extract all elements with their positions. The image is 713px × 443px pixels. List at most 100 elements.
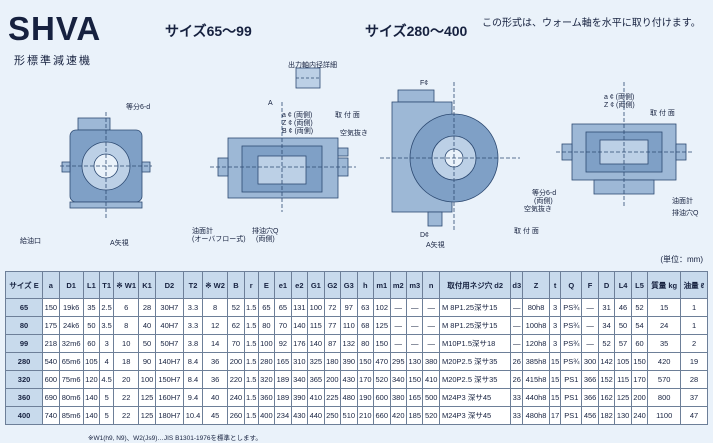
model-title: SHVA <box>8 10 102 47</box>
table-cell: 115 <box>614 370 632 389</box>
table-cell: PS¾ <box>560 298 583 317</box>
table-cell: 60 <box>630 334 649 353</box>
table-cell: 87 <box>323 334 342 353</box>
size-cell: 80 <box>4 316 44 335</box>
table-cell: 280 <box>257 352 276 371</box>
table-cell: 3.3 <box>182 298 204 317</box>
column-header: K1 <box>138 271 156 299</box>
column-header: ※ W2 <box>202 271 229 299</box>
table-cell: 690 <box>42 388 60 407</box>
table-cell: 1100 <box>647 406 682 425</box>
table-cell: 12 <box>202 316 229 335</box>
table-cell: 26 <box>510 370 524 389</box>
label-mount-face-3: 取 付 面 <box>650 110 675 117</box>
mounting-note: この形式は、ウォーム軸を水平に取り付けます。 <box>482 18 701 29</box>
table-cell: 10 <box>113 334 140 353</box>
table-cell: 120 <box>82 370 101 389</box>
table-cell: 35 <box>647 334 682 353</box>
label-drain-plug-2: 排油穴Q <box>672 210 699 217</box>
table-cell: 1.5 <box>243 370 259 389</box>
size-cell: 360 <box>4 388 44 407</box>
drawing-shaft-hole-detail <box>295 67 321 89</box>
drawing-small-front-view <box>210 102 356 212</box>
label-breather: 空気抜き <box>340 130 368 137</box>
table-cell: M20P2.5 深サ35 <box>438 370 512 389</box>
table-cell: 150 <box>356 352 375 371</box>
column-header: h <box>356 271 375 299</box>
drawing-small-side-view <box>60 112 152 218</box>
table-cell: 740 <box>42 406 60 425</box>
column-header: m1 <box>373 271 391 299</box>
table-cell: 35 <box>82 298 101 317</box>
table-cell: 420 <box>389 406 408 425</box>
column-header: G3 <box>340 271 358 299</box>
table-cell: 410 <box>422 370 440 389</box>
column-header: ※ W1 <box>113 271 140 299</box>
column-header: n <box>422 271 440 299</box>
table-cell: — <box>510 298 524 317</box>
table-cell: 105 <box>82 352 101 371</box>
table-cell: 1.5 <box>243 406 259 425</box>
table-cell: 600 <box>373 388 391 407</box>
table-cell: 1.5 <box>243 334 259 353</box>
table-cell: 6 <box>113 298 140 317</box>
table-cell: 100 <box>257 334 276 353</box>
table-cell: 380 <box>422 352 440 371</box>
table-cell: 110 <box>340 316 358 335</box>
table-cell: 152 <box>597 370 616 389</box>
table-cell: PS1 <box>560 406 583 425</box>
label-a-dia-both: a ¢ (両側) <box>282 112 313 119</box>
table-cell: 189 <box>274 370 292 389</box>
table-cell: 310 <box>290 352 309 371</box>
table-cell: 70 <box>274 316 292 335</box>
column-header: e2 <box>290 271 309 299</box>
table-cell: 100h8 <box>522 316 550 335</box>
table-cell: — <box>581 316 599 335</box>
table-cell: — <box>510 316 524 335</box>
table-cell: — <box>405 334 424 353</box>
table-cell: 420 <box>647 352 682 371</box>
table-cell: 115 <box>307 316 325 335</box>
label-drain-plug-note: (両側) <box>256 236 275 243</box>
label-drain-plug: 排油穴Q <box>252 228 279 235</box>
table-cell: 4 <box>99 352 115 371</box>
table-cell: 125 <box>138 388 156 407</box>
table-cell: — <box>405 316 424 335</box>
table-cell: 130 <box>405 352 424 371</box>
column-header: T2 <box>182 271 204 299</box>
table-cell: 77 <box>323 316 342 335</box>
table-cell: 105 <box>614 352 632 371</box>
table-cell: 100 <box>138 370 156 389</box>
drawing-large-side-view <box>380 82 520 232</box>
table-cell: 340 <box>290 370 309 389</box>
table-cell: 5 <box>99 406 115 425</box>
table-cell: 510 <box>340 406 358 425</box>
table-cell: 20 <box>113 370 140 389</box>
table-cell: 385h8 <box>522 352 550 371</box>
column-header: T1 <box>99 271 115 299</box>
table-cell: 22 <box>113 388 140 407</box>
table-cell: 520 <box>373 370 391 389</box>
table-cell: 220 <box>227 370 245 389</box>
table-cell: 5 <box>99 388 115 407</box>
table-cell: 415h8 <box>522 370 550 389</box>
size-cell: 280 <box>4 352 44 371</box>
column-header: m2 <box>389 271 408 299</box>
table-cell: M24P3 深サ45 <box>438 388 512 407</box>
label-z-dia-both: Z ¢ (両側) <box>282 120 313 127</box>
table-cell: 140H7 <box>154 352 184 371</box>
table-cell: 390 <box>290 388 309 407</box>
table-cell: 210 <box>356 406 375 425</box>
table-cell: 92 <box>274 334 292 353</box>
label-d-phi: D¢ <box>420 232 429 239</box>
column-header: B <box>227 271 245 299</box>
table-cell: 140 <box>82 406 101 425</box>
table-cell: 33 <box>510 388 524 407</box>
table-cell: 50H7 <box>154 334 184 353</box>
table-cell: 325 <box>307 352 325 371</box>
